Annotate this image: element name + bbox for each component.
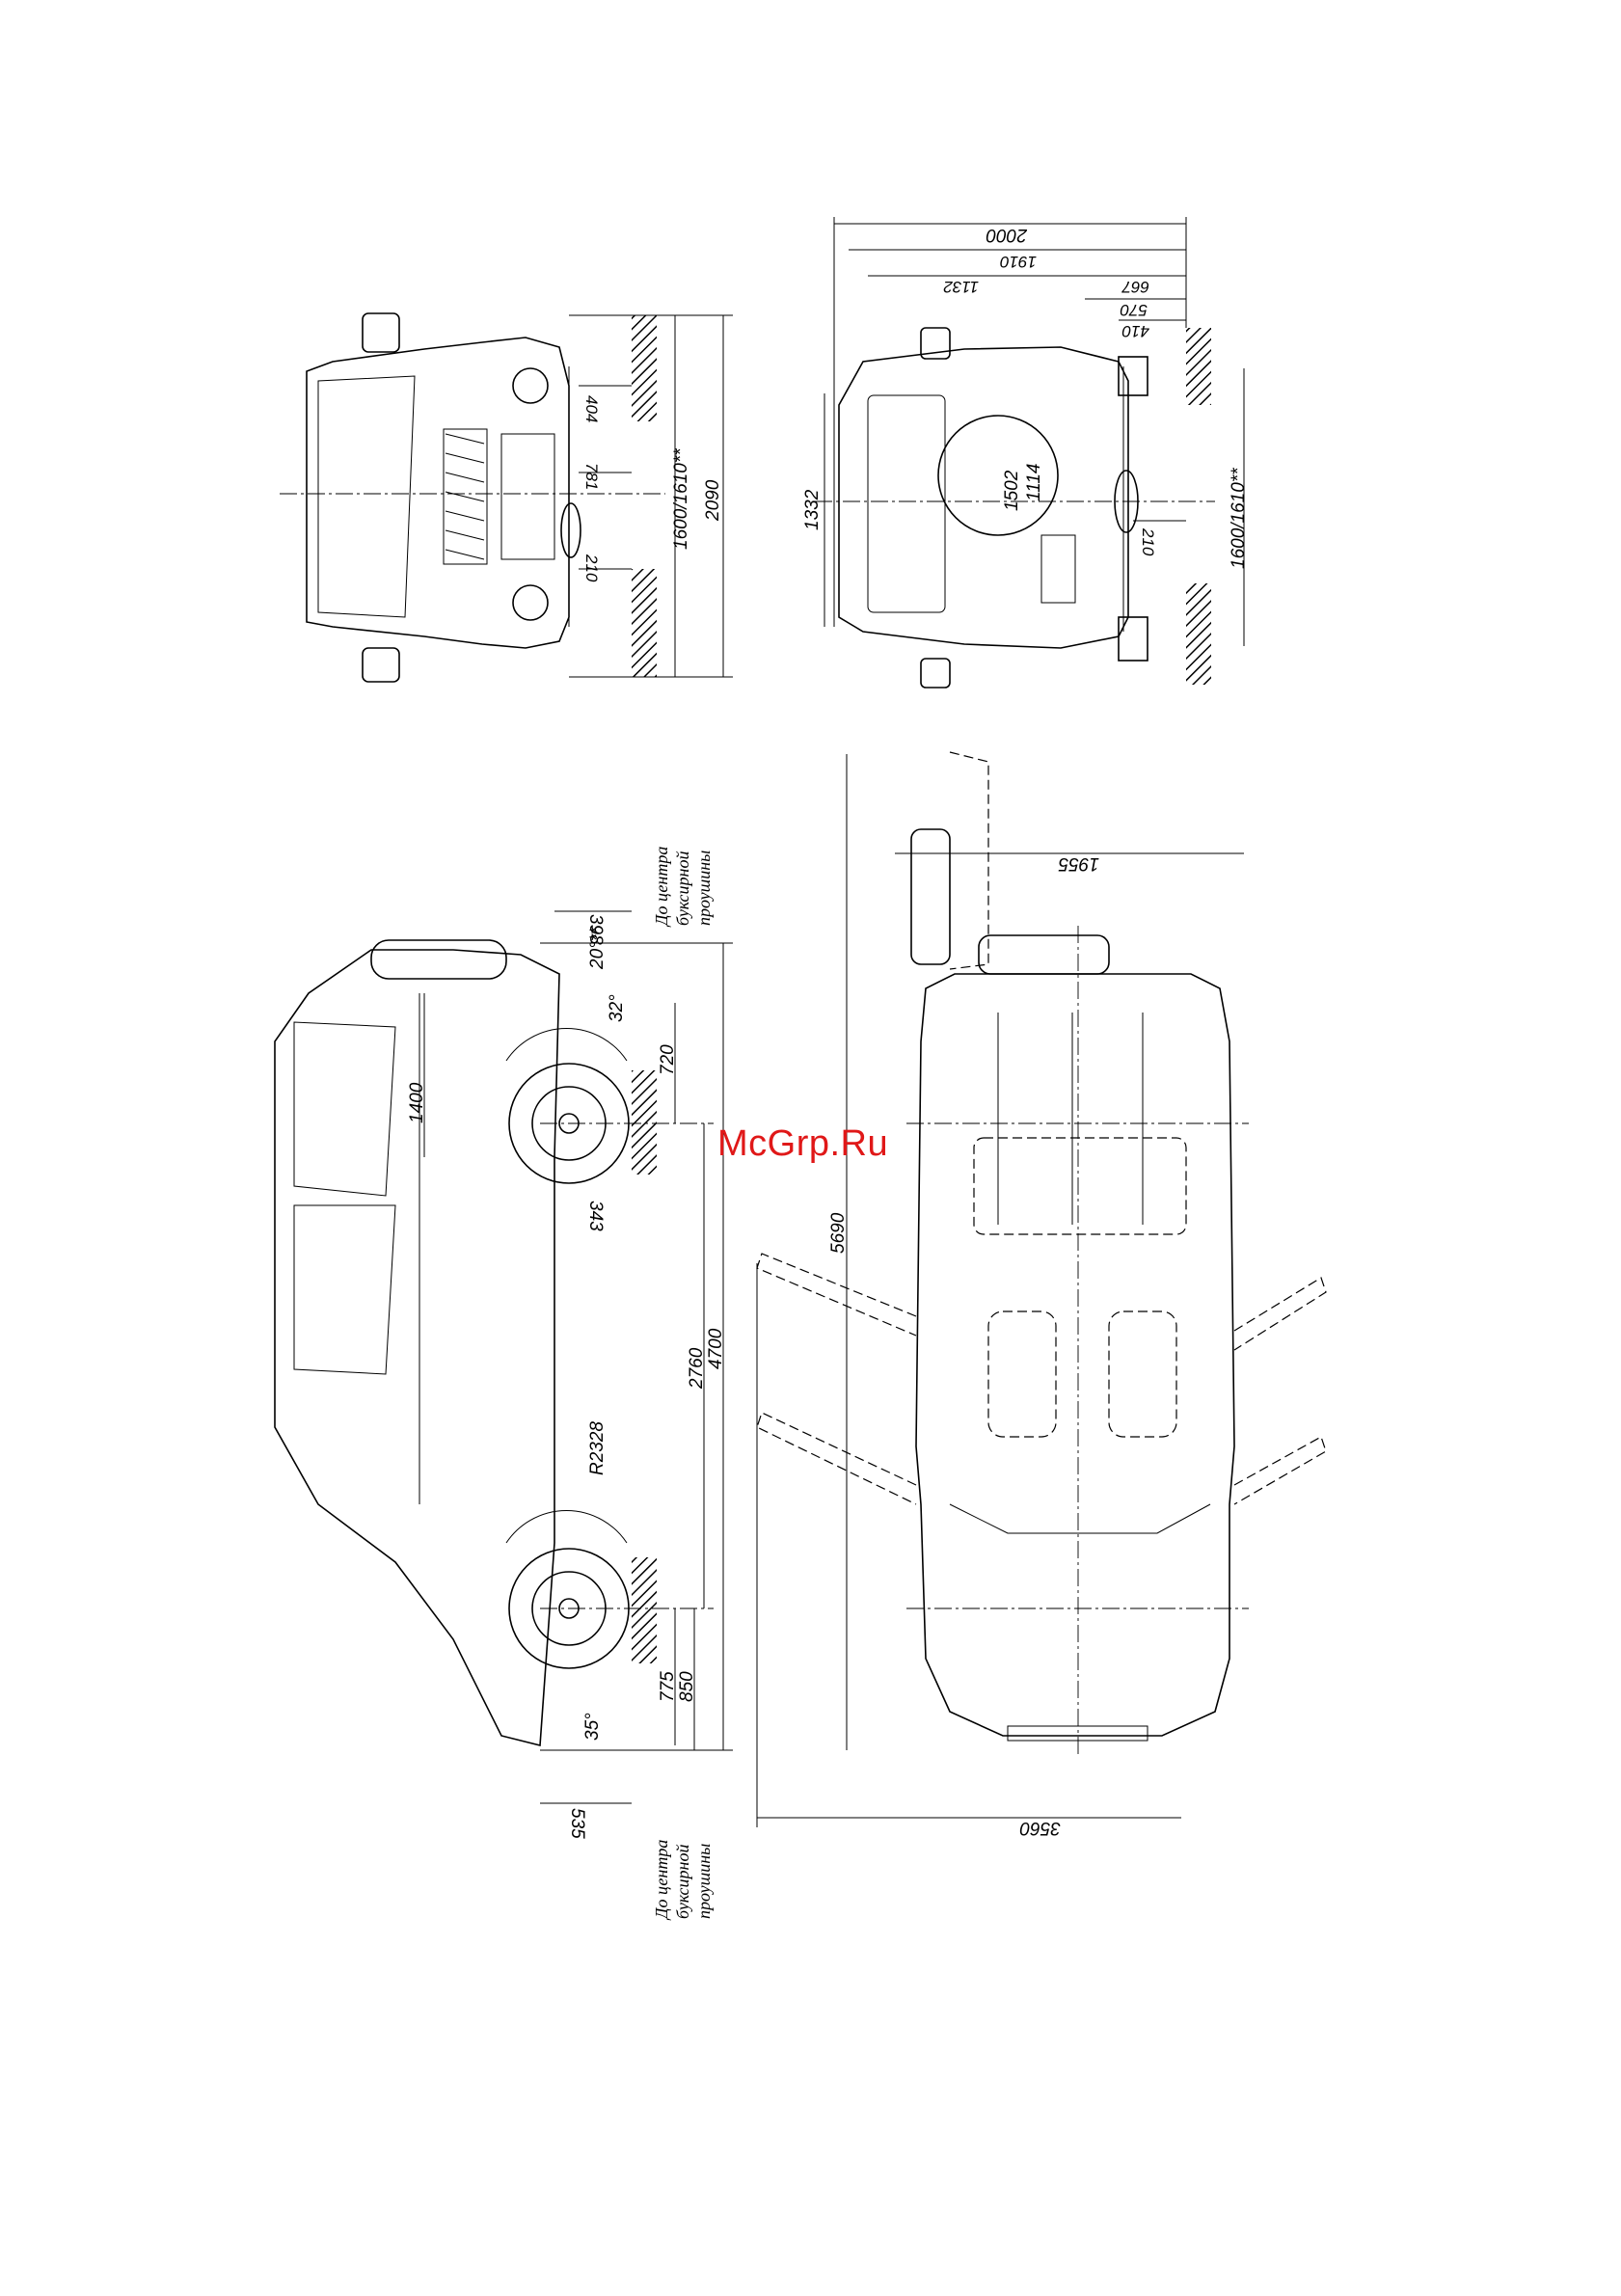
dim-4700: 4700 — [706, 1328, 726, 1369]
note-bottom-line1: До центра — [652, 1840, 671, 1921]
dim-track: 1600/1610** — [671, 448, 691, 550]
dim-667: 667 — [1121, 278, 1149, 296]
dim-1955: 1955 — [1058, 853, 1099, 874]
seat-front-left — [988, 1311, 1056, 1437]
seat-rear — [974, 1138, 1186, 1234]
rear-window — [868, 395, 945, 612]
dim-2000: 2000 — [986, 225, 1028, 245]
side-view: 398 20°** 32° 720 1400 343 2760 4700 R23… — [275, 847, 733, 1921]
dim-410: 410 — [1121, 322, 1149, 340]
dim-1910: 1910 — [1000, 253, 1037, 271]
front-mirror-top — [363, 313, 399, 352]
rear-license-plate — [1041, 535, 1075, 603]
dim-535: 535 — [567, 1808, 587, 1839]
front-grille-top — [1008, 1726, 1148, 1741]
dim-1502: 1502 — [1002, 470, 1022, 511]
side-ground-bottom — [632, 1557, 657, 1663]
dim-rear-210: 210 — [1139, 527, 1157, 556]
seat-front-right — [1109, 1311, 1176, 1437]
top-body-outline — [916, 974, 1234, 1736]
front-windshield — [318, 376, 415, 617]
front-axle-diff — [561, 503, 581, 557]
angle-35: 35° — [582, 1713, 603, 1741]
front-grille-mesh — [446, 434, 484, 559]
note-bottom: До центра буксирной проушины — [652, 1840, 714, 1921]
side-window-rear — [294, 1022, 395, 1196]
door-rear-left-open — [757, 1254, 916, 1336]
door-rear-right-open — [1234, 1278, 1326, 1350]
dim-1332: 1332 — [802, 489, 823, 530]
dim-1132: 1132 — [943, 278, 979, 296]
dim-404: 404 — [582, 395, 601, 422]
dim-720: 720 — [658, 1044, 678, 1075]
door-front-right-open — [1234, 1437, 1326, 1504]
note-bottom-line2: буксирной — [673, 1845, 692, 1919]
radius-2328: R2328 — [587, 1421, 608, 1475]
top-view: 1955 5690 3560 — [757, 752, 1326, 1838]
front-mirror-bottom — [363, 648, 399, 682]
front-wheel-arch — [506, 1510, 627, 1543]
dim-210: 210 — [582, 554, 601, 582]
dim-2760: 2760 — [687, 1347, 707, 1390]
rear-view: 2000 1910 1132 667 570 410 1332 1502 111… — [802, 217, 1249, 688]
watermark: McGrp.Ru — [717, 1123, 888, 1165]
door-front-left-open — [757, 1413, 916, 1504]
note-top-line2: буксирной — [673, 851, 692, 926]
note-top: До центра буксирной проушины — [652, 847, 714, 928]
side-spare-wheel — [371, 940, 506, 979]
front-ground-bottom — [632, 569, 657, 677]
dim-1400: 1400 — [407, 1082, 427, 1123]
dim-5690: 5690 — [828, 1212, 849, 1254]
front-view: 404 781 210 1600/1610** 2090 — [280, 313, 733, 682]
note-bottom-line3: проушины — [694, 1844, 714, 1919]
dim-775: 775 — [658, 1671, 678, 1702]
windshield-edge — [950, 1504, 1210, 1533]
dim-rear-track: 1600/1610** — [1229, 468, 1249, 569]
angle-20: 20°** — [587, 927, 608, 970]
side-ground-top — [632, 1070, 657, 1175]
front-headlight-top — [513, 368, 548, 403]
note-top-line3: проушины — [694, 851, 714, 926]
front-headlight-bottom — [513, 585, 548, 620]
dim-1114: 1114 — [1024, 464, 1044, 501]
side-body-outline — [275, 950, 559, 1745]
dim-3560: 3560 — [1019, 1818, 1061, 1838]
dim-850: 850 — [677, 1671, 697, 1702]
rear-ground-bottom — [1186, 583, 1211, 685]
dim-570: 570 — [1120, 301, 1148, 319]
rear-mirror-bottom — [921, 659, 950, 688]
rear-wheel-arch — [506, 1028, 627, 1061]
top-spare-wheel — [979, 935, 1109, 974]
note-top-line1: До центра — [652, 847, 671, 928]
front-body-outline — [307, 338, 569, 648]
rear-body-outline — [839, 347, 1128, 648]
rear-ground-top — [1186, 328, 1211, 405]
dim-781: 781 — [582, 463, 601, 490]
dim-343: 343 — [585, 1201, 606, 1231]
top-tailgate-swing — [950, 752, 988, 969]
dim-width: 2090 — [703, 479, 723, 522]
side-window-front — [294, 1205, 395, 1374]
front-bumper — [501, 434, 554, 559]
front-ground-top — [632, 315, 657, 421]
top-open-tailgate — [911, 829, 950, 964]
angle-32: 32° — [607, 994, 627, 1022]
